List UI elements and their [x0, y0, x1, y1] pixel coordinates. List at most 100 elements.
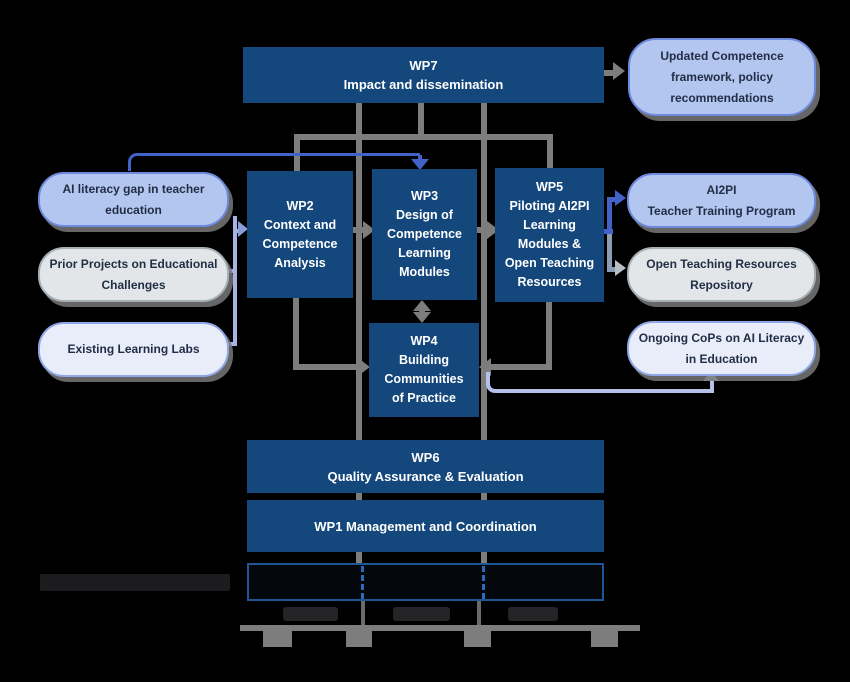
timeline-label-blob [283, 607, 338, 621]
connector-wp2-wp3 [353, 227, 364, 233]
connector-wp3-wp5 [477, 227, 488, 233]
wp5-label-line: Open Teaching [504, 256, 595, 270]
wp3-label-line: Learning [398, 246, 451, 260]
connector-wp6-wp1-right [481, 493, 487, 501]
connector-vertical-left [356, 103, 362, 440]
arrowhead-into-ai2pi [615, 190, 626, 206]
wp3-code: WP3 [410, 189, 439, 203]
output-line: Ongoing CoPs on AI Literacy [638, 330, 805, 345]
input-line: Existing Learning Labs [67, 342, 200, 356]
arrowhead-up-into-wp3 [413, 300, 431, 311]
legend-bar [40, 574, 230, 591]
wp5-label-line: Learning [523, 218, 576, 232]
arrowhead-into-wp2 [238, 221, 248, 237]
output-line: Teacher Training Program [647, 203, 796, 218]
connector-to-ai2pi [607, 197, 617, 202]
arrowhead-to-updated-competence [613, 62, 625, 80]
arrowhead-down-into-wp4 [413, 312, 431, 323]
arrowhead-into-ongoing-cops [703, 371, 719, 381]
output-ongoing-cops: Ongoing CoPs on AI Literacy in Education [627, 321, 816, 376]
wp5-label-line: Modules & [517, 237, 582, 251]
wp2-label-line: Analysis [274, 255, 326, 270]
wp2-label-line: Competence [262, 236, 338, 251]
wp7-box: WP7 Impact and dissemination [243, 47, 604, 103]
output-line: Updated Competence [660, 48, 784, 63]
wp3-label-line: Modules [399, 265, 450, 279]
connector-timeline-drop-left [361, 601, 365, 625]
wp3-label-line: Competence [386, 227, 463, 241]
bottom-rail-stub [263, 625, 292, 647]
connector-wp3-arrow-stub [418, 155, 422, 161]
connector-drop-wp5 [547, 140, 553, 169]
output-line: framework, policy [670, 69, 774, 84]
input-line: education [105, 202, 162, 217]
input-line: Prior Projects on Educational [49, 256, 218, 271]
wp2-code: WP2 [286, 198, 314, 213]
connector-drop-wp2 [294, 140, 300, 172]
wp5-code: WP5 [535, 180, 564, 194]
wp6-code: WP6 [411, 449, 440, 465]
connector-wp1-timeline-left [356, 551, 362, 564]
wp4-code: WP4 [410, 334, 438, 348]
input-line: AI literacy gap in teacher [62, 181, 205, 196]
connector-wp1-timeline-right [481, 551, 487, 564]
wp4-label-line: Communities [384, 372, 464, 386]
connector-wp5-down [546, 302, 552, 370]
connector-cops-riser [710, 377, 714, 391]
output-line: AI2PI [706, 182, 737, 197]
connector-wp5-down-riser [607, 234, 612, 272]
connector-wp5-up-riser [607, 197, 612, 234]
wp3-label-line: Design of [396, 208, 453, 222]
arrowhead-down-into-wp3-top [411, 159, 429, 170]
connector-vertical-right [481, 103, 487, 440]
timeline-divider [482, 566, 485, 599]
wp1-box: WP1 Management and Coordination [247, 500, 604, 552]
wp1-label: WP1 Management and Coordination [314, 518, 537, 534]
input-prior-projects: Prior Projects on Educational Challenges [38, 247, 229, 302]
output-line: in Education [685, 351, 758, 366]
connector-horizontal-top [294, 134, 553, 140]
arrowhead-into-repository [615, 260, 626, 276]
wp7-label: Impact and dissemination [343, 77, 504, 92]
wp3-box: WP3 Design of Competence Learning Module… [372, 169, 477, 300]
connector-wp4-to-cops [486, 372, 714, 393]
connector-inputs-to-wp2 [233, 229, 239, 233]
connector-wp7-to-output [604, 70, 614, 76]
arrowhead-into-wp4-right [479, 358, 491, 376]
wp2-label-line: Context and [263, 217, 337, 232]
wp4-label-line: of Practice [392, 391, 456, 405]
connector-wp2-down [293, 298, 299, 370]
connector-bottom-rail [240, 625, 640, 631]
input-existing-learning-labs: Existing Learning Labs [38, 322, 229, 377]
output-line: Repository [690, 277, 753, 292]
output-line: Open Teaching Resources [646, 256, 797, 271]
wp6-label: Quality Assurance & Evaluation [327, 468, 524, 484]
connector-wp7-center-stub [418, 103, 424, 137]
connector-timeline-drop-right [477, 601, 481, 625]
wp5-label-line: Resources [517, 275, 582, 289]
wp5-label-line: Piloting AI2PI [509, 199, 590, 213]
output-ai2pi-teacher-training: AI2PI Teacher Training Program [627, 173, 816, 228]
connector-prior-projects-stub [225, 269, 235, 273]
connector-existing-labs-stub [225, 342, 235, 346]
input-ai-literacy-gap: AI literacy gap in teacher education [38, 172, 229, 227]
connector-wp2-to-wp4 [293, 364, 361, 370]
output-updated-competence-framework: Updated Competence framework, policy rec… [628, 38, 816, 116]
wp6-box: WP6 Quality Assurance & Evaluation [247, 440, 604, 493]
output-line: recommendations [670, 90, 774, 105]
connector-wp5-to-wp4 [489, 364, 552, 370]
arrowhead-into-wp4-left [358, 358, 370, 376]
wp5-box: WP5 Piloting AI2PI Learning Modules & Op… [495, 168, 604, 302]
wp7-code: WP7 [409, 58, 438, 73]
input-line: Challenges [101, 277, 166, 292]
timeline-label-blob [508, 607, 558, 621]
connector-inputs-vertical [233, 216, 237, 346]
bottom-rail-stub [346, 625, 372, 647]
wp4-box: WP4 Building Communities of Practice [369, 323, 479, 417]
output-open-teaching-resources: Open Teaching Resources Repository [627, 247, 816, 302]
bottom-rail-stub [591, 625, 618, 647]
connector-to-repository [607, 267, 617, 272]
connector-ai-gap-to-wp3 [128, 153, 420, 171]
bottom-rail-stub [464, 625, 491, 647]
